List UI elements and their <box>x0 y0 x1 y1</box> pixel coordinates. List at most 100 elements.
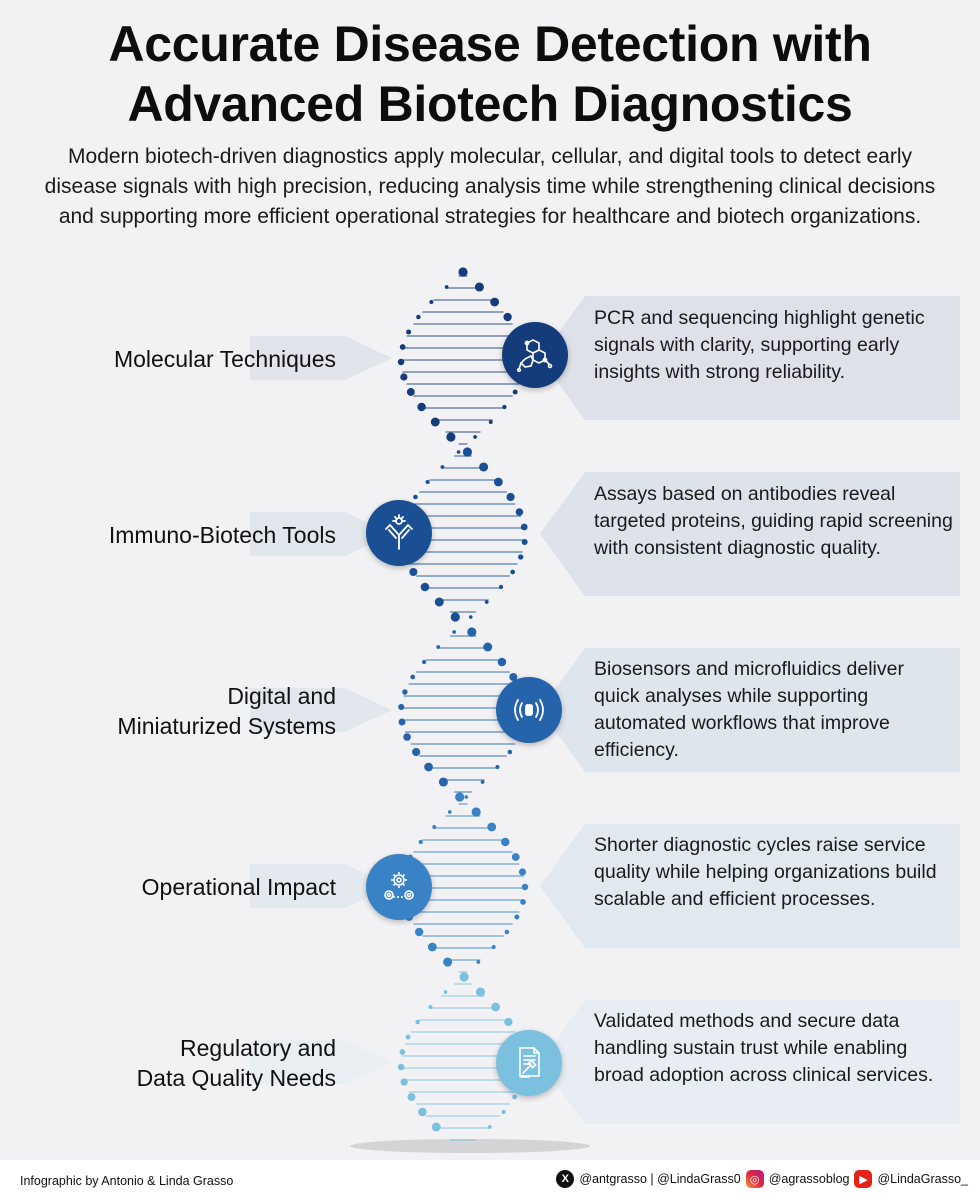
helix-backbone-dot <box>464 795 469 799</box>
helix-backbone-dot <box>504 1017 513 1027</box>
section-label-operational: Operational Impact <box>141 874 336 900</box>
helix-backbone-dot <box>471 807 481 817</box>
footer-social: X @antgrasso | @LindaGrass0 ◎ @agrassobl… <box>556 1170 968 1188</box>
helix-backbone-dot <box>510 569 515 575</box>
helix-backbone-dot <box>515 508 524 516</box>
helix-backbone-dot <box>399 344 406 350</box>
helix-backbone-dot <box>518 868 527 876</box>
helix-backbone-dot <box>427 942 437 952</box>
helix-backbone-dot <box>421 659 427 665</box>
helix-backbone-dot <box>501 1109 506 1115</box>
section-connector <box>250 648 960 772</box>
helix-backbone-dot <box>462 447 473 457</box>
helix-backbone-dot <box>520 899 526 905</box>
helix-backbone-dot <box>459 972 469 982</box>
helix-backbone-dot <box>479 462 489 472</box>
title-line-1: Accurate Disease Detection with <box>108 16 872 72</box>
antibody-icon <box>366 500 432 566</box>
helix-backbone-dot <box>399 1049 406 1055</box>
helix-backbone-dot <box>480 780 485 784</box>
helix-backbone-dot <box>398 718 406 726</box>
helix-backbone-dot <box>416 314 421 320</box>
helix-backbone-dot <box>488 420 493 424</box>
helix-backbone-dot <box>507 749 513 755</box>
helix-backbone-dot <box>429 300 434 304</box>
helix-backbone-dot <box>400 1078 408 1086</box>
helix-backbone-dot <box>511 853 520 861</box>
helix-backbone-dot <box>506 492 515 502</box>
section-label-molecular: Molecular Techniques <box>113 346 336 372</box>
helix-backbone-dot <box>484 600 489 604</box>
helix-backbone-dot <box>431 1122 441 1132</box>
section-connector <box>250 824 960 948</box>
helix-backbone-dot <box>487 822 497 832</box>
helix-backbone-dot <box>415 1019 420 1025</box>
helix-backbone-dot <box>487 1125 492 1129</box>
helix-backbone-dot <box>428 1004 433 1010</box>
helix-backbone-dot <box>410 674 416 680</box>
helix-backbone-dot <box>403 733 411 741</box>
helix-backbone-dot <box>402 689 408 695</box>
youtube-handle: @LindaGrasso_ <box>877 1172 968 1186</box>
helix-backbone-dot <box>412 747 421 757</box>
helix-backbone-dot <box>406 388 415 396</box>
helix-backbone-dot <box>414 927 424 937</box>
gears-icon <box>366 854 432 920</box>
helix-backbone-dot <box>409 567 418 577</box>
page-title: Accurate Disease Detection with Advanced… <box>0 14 980 134</box>
helix-backbone-dot <box>400 373 408 381</box>
helix-backbone-dot <box>418 1107 427 1117</box>
helix-backbone-dot <box>443 990 448 994</box>
document-gavel-icon <box>496 1030 562 1096</box>
helix-backbone-dot <box>406 329 412 335</box>
helix-backbone-dot <box>494 477 503 487</box>
sensor-waves-icon <box>496 677 562 743</box>
helix-backbone-dot <box>498 584 504 590</box>
helix-backbone-dot <box>450 612 460 622</box>
helix-backbone-dot <box>460 975 464 979</box>
section-desc-digital: Biosensors and microfluidics deliver qui… <box>594 658 904 761</box>
helix-backbone-dot <box>425 479 430 485</box>
helix-backbone-dot <box>491 945 496 949</box>
helix-backbone-dot <box>430 417 440 427</box>
footer-credit: Infographic by Antonio & Linda Grasso <box>20 1174 234 1188</box>
helix-backbone-dot <box>468 615 473 619</box>
helix-backbone-dot <box>452 630 456 634</box>
helix-backbone-dot <box>503 312 512 322</box>
helix-backbone-dot <box>456 450 461 454</box>
helix-backbone-dot <box>491 1002 500 1012</box>
section-label-immuno: Immuno-Biotech Tools <box>108 522 336 548</box>
helix-backbone-dot <box>467 627 477 637</box>
helix-backbone-dot <box>497 657 507 667</box>
helix-backbone-dot <box>434 597 444 607</box>
helix-backbone-dot <box>438 777 448 787</box>
helix-backbone-dot <box>436 645 441 649</box>
x-handles: @antgrasso | @LindaGrass0 <box>579 1172 741 1186</box>
helix-backbone-dot <box>418 839 423 845</box>
instagram-icon: ◎ <box>745 1170 764 1188</box>
section-connector <box>250 472 960 596</box>
x-logo-icon: X <box>556 1170 575 1188</box>
title-line-2: Advanced Biotech Diagnostics <box>127 76 853 132</box>
helix-backbone-dot <box>504 929 510 935</box>
helix-backbone-dot <box>483 642 493 652</box>
helix-backbone-dot <box>475 987 486 997</box>
section-connector <box>250 296 960 420</box>
helix-backbone-dot <box>502 404 507 410</box>
helix-backbone-dot <box>474 282 484 292</box>
helix-shadow <box>350 1139 590 1153</box>
helix-backbone-dot <box>521 883 529 891</box>
helix-backbone-dot <box>424 762 433 772</box>
instagram-handle: @agrassoblog <box>768 1172 850 1186</box>
helix-backbone-dot <box>455 792 465 802</box>
section-label-regulatory: Regulatory and Data Quality Needs <box>136 1035 336 1091</box>
section-desc-regulatory: Validated methods and secure data handli… <box>594 1010 934 1086</box>
helix-backbone-dot <box>512 389 518 395</box>
helix-backbone-dot <box>440 465 445 469</box>
helix-backbone-dot <box>447 810 452 814</box>
helix-backbone-dot <box>397 1063 405 1071</box>
helix-backbone-dot <box>490 297 500 307</box>
helix-backbone-dot <box>398 703 405 711</box>
helix-backbone-dot <box>501 837 510 847</box>
